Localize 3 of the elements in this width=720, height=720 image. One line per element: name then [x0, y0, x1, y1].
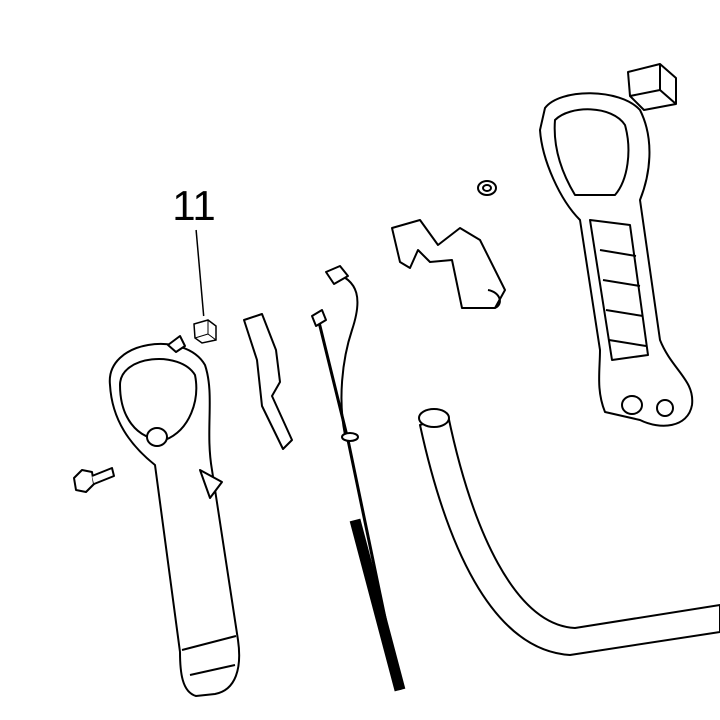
- callout-number: 11: [166, 182, 222, 230]
- leader-line: [195, 230, 204, 316]
- small-block-part: [190, 316, 220, 346]
